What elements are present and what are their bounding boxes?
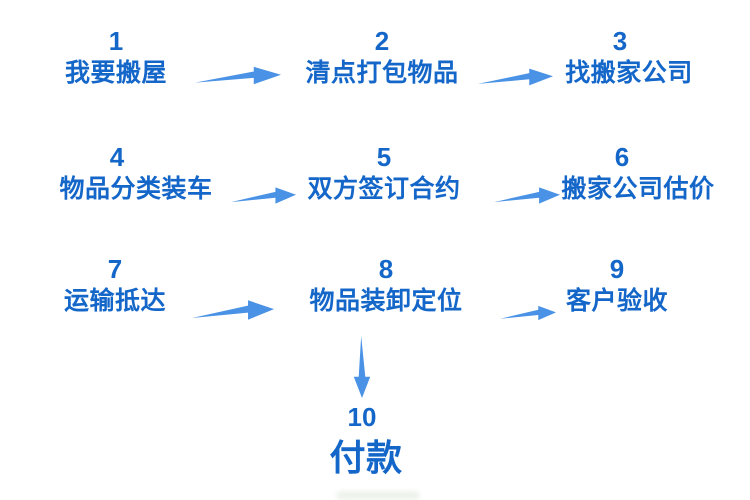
step-label: 运输抵达 [63, 287, 167, 315]
step-2: 2 清点打包物品 [305, 26, 458, 88]
step-label: 搬家公司估价 [561, 175, 715, 203]
step-number: 10 [347, 402, 377, 432]
step-label: 双方签订合约 [307, 175, 461, 203]
arrow-right-icon [494, 183, 560, 208]
bottom-edge-artifact [336, 491, 420, 500]
step-number: 2 [374, 26, 390, 56]
arrow-right-icon [500, 302, 556, 324]
arrow-right-icon [231, 183, 296, 208]
step-10: 10 付款 [325, 402, 402, 480]
step-3: 3 找搬家公司 [565, 26, 693, 88]
step-4: 4 物品分类装车 [59, 142, 212, 204]
step-number: 9 [609, 254, 625, 284]
arrow-right-icon [195, 62, 281, 89]
step-6: 6 搬家公司估价 [561, 142, 714, 204]
arrow-right-icon [478, 64, 553, 90]
step-8: 8 物品装卸定位 [309, 254, 462, 316]
step-1: 1 我要搬屋 [65, 26, 167, 88]
step-5: 5 双方签订合约 [307, 142, 460, 204]
step-number: 1 [108, 26, 124, 56]
step-number: 5 [376, 142, 392, 172]
step-label: 清点打包物品 [305, 59, 459, 87]
step-label: 付款 [329, 437, 403, 478]
step-number: 4 [109, 142, 125, 172]
step-label: 客户验收 [565, 287, 669, 315]
step-number: 7 [107, 254, 123, 284]
step-9: 9 客户验收 [566, 254, 668, 316]
step-label: 物品分类装车 [59, 175, 213, 203]
step-number: 3 [612, 26, 628, 56]
step-label: 找搬家公司 [565, 59, 693, 87]
step-number: 6 [614, 142, 630, 172]
step-label: 物品装卸定位 [309, 287, 463, 315]
step-number: 8 [378, 254, 394, 284]
step-7: 7 运输抵达 [64, 254, 166, 316]
arrow-right-icon [192, 295, 274, 325]
step-label: 我要搬屋 [64, 59, 168, 87]
arrow-down-icon [348, 336, 376, 398]
